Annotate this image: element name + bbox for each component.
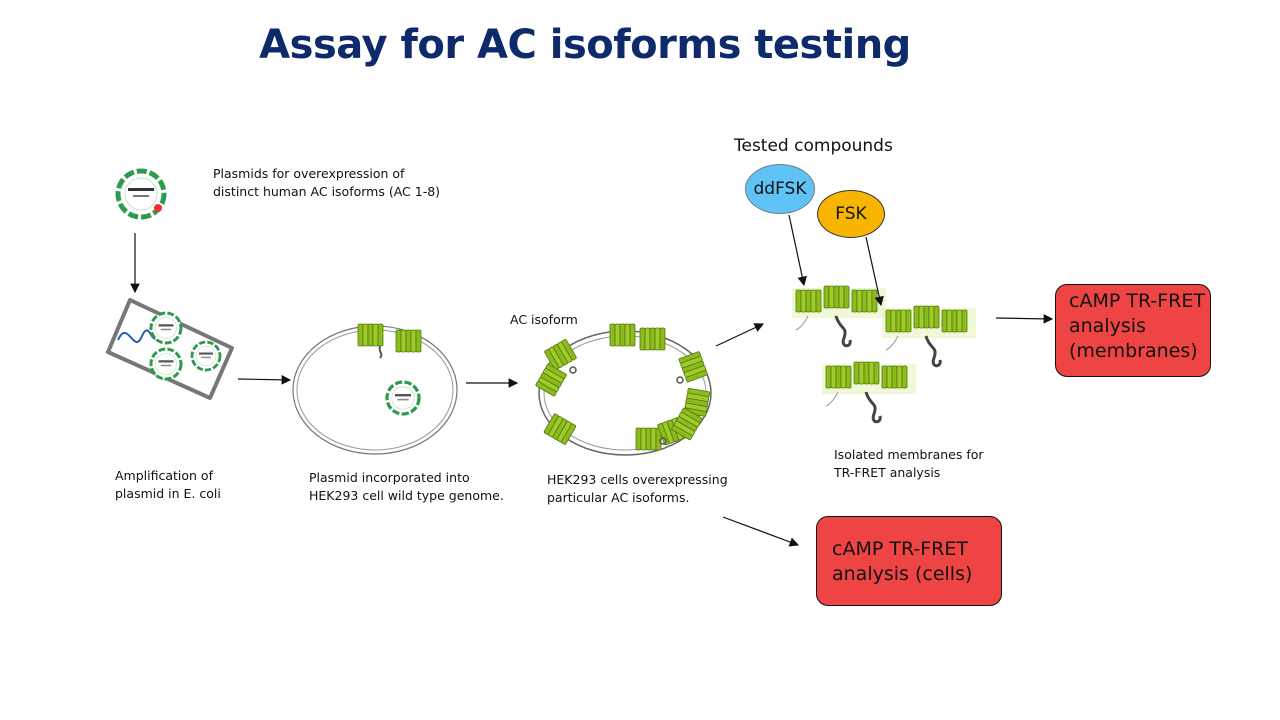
hek-caption: HEK293 cells overexpressing particular A… xyxy=(547,472,728,505)
hek293-cell-icon xyxy=(292,323,458,455)
page-title: Assay for AC isoforms testing xyxy=(259,22,911,68)
ecoli-cell-icon xyxy=(106,298,234,400)
membranes-caption: Isolated membranes for TR-FRET analysis xyxy=(834,447,984,480)
plasmid-icon xyxy=(115,168,167,220)
ddfsk-compound: ddFSK xyxy=(745,164,815,214)
tested-compounds-label: Tested compounds xyxy=(734,136,893,156)
hek293-overexpressing-icon xyxy=(534,323,712,456)
amplification-caption: Amplification of plasmid in E. coli xyxy=(115,468,221,501)
arrow-icon xyxy=(130,214,1054,547)
incorporation-caption: Plasmid incorporated into HEK293 cell wi… xyxy=(309,470,504,503)
fsk-compound: FSK xyxy=(817,190,885,238)
ac-isoform-label: AC isoform xyxy=(510,312,578,327)
plasmid-caption: Plasmids for overexpression of distinct … xyxy=(213,166,441,199)
result-membranes-box: cAMP TR-FRET analysis (membranes) xyxy=(1055,284,1211,377)
result-cells-box: cAMP TR-FRET analysis (cells) xyxy=(816,516,1002,606)
isolated-membranes-icon xyxy=(792,286,976,422)
